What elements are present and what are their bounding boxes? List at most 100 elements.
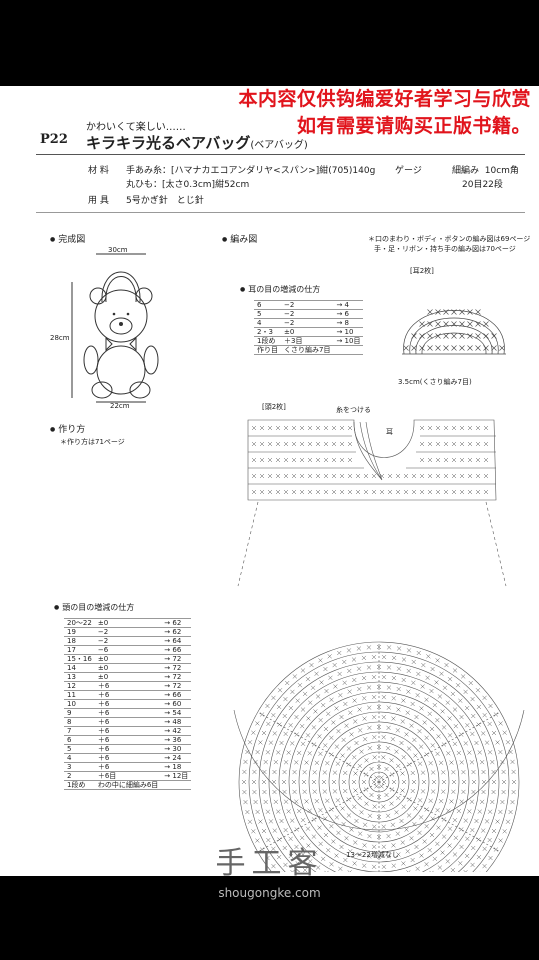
stitch-mark: [470, 696, 475, 702]
stitch-mark: [337, 650, 342, 656]
stitch-mark: [259, 847, 265, 852]
stitch-mark: [352, 861, 357, 866]
stitch-mark: [452, 852, 458, 857]
stitch-mark: [259, 425, 265, 431]
stitch-mark: [314, 798, 320, 804]
stitch-mark: [502, 829, 507, 834]
stitch-mark: [459, 441, 465, 447]
stitch-mark: [435, 333, 441, 339]
stitch-mark: [376, 704, 382, 710]
stitch-mark: [475, 345, 481, 351]
stitch-mark: [424, 697, 429, 702]
stitch-mark: [395, 473, 401, 479]
stitch-mark: [386, 705, 391, 710]
stitch-mark: [432, 856, 438, 862]
stitch-mark: [288, 723, 293, 728]
stitch-mark: [459, 760, 464, 765]
table-cell: → 10: [333, 327, 364, 337]
stitch-mark: [459, 425, 465, 431]
stitch-mark: [463, 741, 468, 746]
stitch-mark: [379, 473, 385, 479]
stitch-mark: [500, 799, 505, 805]
stitch-mark: [251, 425, 257, 431]
stitch-mark: [283, 696, 288, 702]
stitch-mark: [435, 717, 440, 723]
stitch-mark: [318, 751, 323, 756]
outer-arc: [233, 709, 525, 831]
table-cell: → 42: [161, 726, 192, 736]
stitch-mark: [283, 862, 288, 868]
stitch-mark: [482, 713, 487, 718]
stitch-mark: [372, 804, 377, 809]
stitch-mark: [259, 441, 265, 447]
stitch-mark: [317, 825, 322, 830]
stitch-mark: [363, 489, 369, 495]
page-number: P22: [40, 132, 68, 147]
stitch-mark: [407, 762, 412, 767]
stitch-mark: [283, 457, 289, 463]
stitch-mark: [434, 680, 439, 685]
table-cell: 15・16: [64, 654, 95, 664]
stitch-mark: [336, 729, 341, 734]
stitch-mark: [322, 789, 328, 794]
stitch-mark: [446, 808, 451, 813]
stitch-mark: [443, 333, 449, 339]
stitch-mark: [442, 685, 448, 690]
stitch-mark: [411, 333, 417, 339]
stitch-mark: [307, 473, 313, 479]
stitch-mark: [329, 824, 334, 829]
stitch-mark: [411, 680, 416, 685]
table-cell: → 48: [161, 717, 192, 727]
stitch-mark: [419, 425, 425, 431]
stitch-mark: [401, 698, 406, 703]
stitch-mark: [401, 677, 406, 683]
stitch-mark: [417, 761, 423, 766]
stitch-mark: [459, 714, 464, 720]
stitch-mark: [376, 834, 382, 840]
stitch-mark: [389, 787, 395, 792]
stitch-mark: [337, 671, 342, 677]
stitch-mark: [381, 824, 386, 829]
table-cell: 18: [64, 636, 95, 646]
stitch-mark: [367, 854, 372, 859]
table-cell: ＋6: [94, 735, 162, 745]
stitch-mark: [346, 797, 351, 802]
stitch-mark: [403, 473, 409, 479]
stitch-mark: [292, 674, 298, 679]
stitch-mark: [275, 425, 281, 431]
stitch-mark: [471, 789, 476, 795]
stitch-mark: [419, 321, 425, 327]
stitch-mark: [418, 815, 424, 820]
table-cell: 3: [64, 762, 95, 772]
stitch-mark: [463, 869, 468, 872]
stitch-mark: [435, 457, 441, 463]
table-row: 13±0→ 72: [64, 672, 192, 682]
stitch-mark: [299, 457, 305, 463]
stitch-mark: [367, 833, 372, 839]
stitch-mark: [419, 473, 425, 479]
stitch-mark: [276, 854, 282, 860]
stitch-mark: [483, 457, 489, 463]
stitch-mark: [441, 725, 447, 730]
stitch-mark: [349, 827, 354, 832]
stitch-mark: [487, 837, 492, 843]
stitch-mark: [324, 688, 329, 694]
stitch-mark: [352, 677, 357, 683]
stitch-mark: [308, 700, 313, 705]
stitch-mark: [435, 808, 440, 813]
stitch-mark: [339, 844, 344, 850]
stitch-mark: [429, 688, 434, 694]
stitch-mark: [430, 743, 435, 748]
stitch-mark: [470, 731, 475, 737]
stitch-mark: [376, 854, 382, 860]
stitch-mark: [470, 827, 475, 833]
stitch-mark: [299, 489, 305, 495]
stitch-mark: [283, 760, 289, 765]
table-cell: −2: [281, 300, 334, 310]
stitch-mark: [491, 779, 497, 785]
stitch-mark: [376, 684, 382, 690]
stitch-mark: [263, 799, 268, 805]
stitch-mark: [282, 789, 287, 795]
stitch-mark: [294, 844, 299, 850]
stitch-mark: [463, 818, 468, 823]
